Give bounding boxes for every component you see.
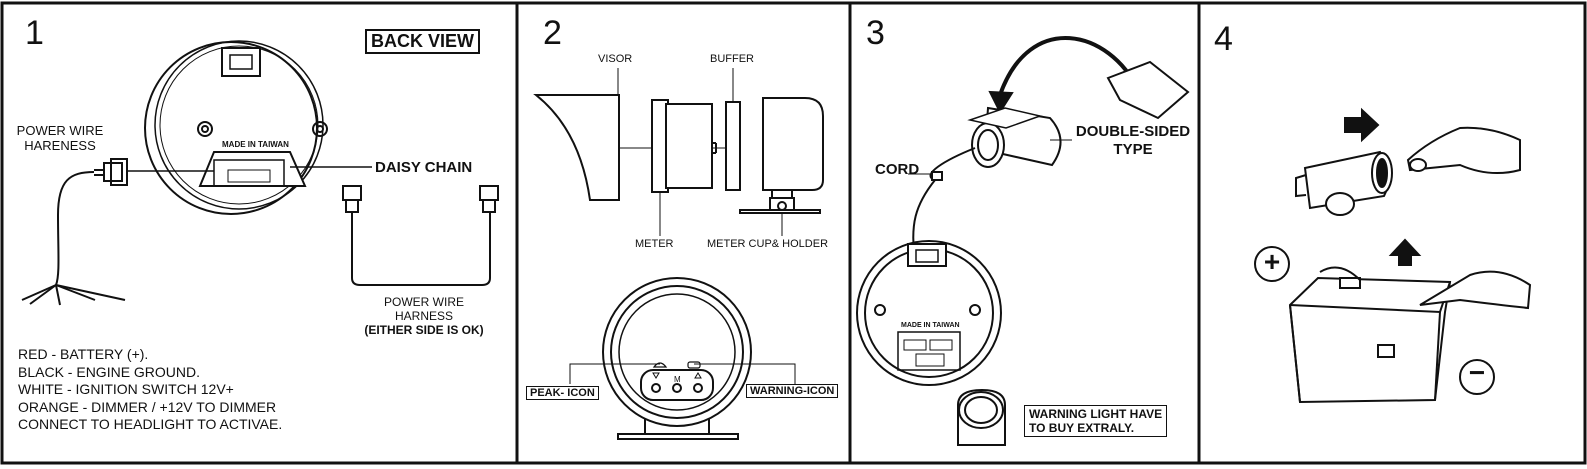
legend-white: WHITE - IGNITION SWITCH 12V+	[18, 381, 234, 397]
power-wire-harness-left	[21, 158, 372, 306]
arrow-icon-right	[1344, 107, 1380, 143]
gauge-back-view-small	[856, 240, 1002, 386]
visor-shape	[533, 94, 620, 201]
panel-number-2: 2	[543, 14, 562, 52]
exploded-meter-view	[533, 68, 824, 236]
legend-black: BLACK - ENGINE GROUND.	[18, 363, 201, 380]
power-wire-left-line1: POWER WIRE	[16, 123, 104, 138]
warning-note-line1: WARNING LIGHT HAVE	[1029, 407, 1163, 421]
peak-icon-label: PEAK- ICON	[526, 386, 599, 400]
front-meter-view	[569, 277, 796, 440]
bulb-install-illustration	[1254, 107, 1532, 404]
plus-circle	[1254, 246, 1290, 282]
panel-number-4: 4	[1214, 20, 1233, 58]
minus-icon: −	[1468, 357, 1486, 388]
panel-number-1: 1	[25, 14, 44, 52]
legend-headlight: CONNECT TO HEADLIGHT TO ACTIVAE.	[18, 416, 283, 432]
battery-shape	[1288, 276, 1452, 404]
wire-color-legend: RED - BATTERY (+). BLACK - ENGINE GROUND…	[18, 346, 282, 434]
power-wire-right-line1: POWER WIRE	[384, 295, 464, 309]
power-wire-right-label: POWER WIRE HARNESS (EITHER SIDE IS OK)	[354, 295, 494, 337]
meter-label: METER	[635, 238, 674, 250]
minus-circle	[1459, 359, 1495, 395]
meter-cup-shape	[762, 97, 824, 191]
warning-note-line2: TO BUY EXTRALY.	[1029, 421, 1135, 435]
plus-icon: +	[1263, 246, 1281, 277]
double-sided-line1: DOUBLE-SIDED	[1075, 123, 1191, 140]
warning-light-note: WARNING LIGHT HAVE TO BUY EXTRALY.	[1024, 405, 1168, 437]
double-sided-tape-label: DOUBLE-SIDED TYPE	[1068, 123, 1198, 159]
power-wire-right-line2: HARNESS	[394, 309, 453, 323]
power-wire-left-line2: HARENESS	[24, 138, 96, 153]
made-in-taiwan-small-label: MADE IN TAIWAN	[901, 322, 960, 329]
back-view-label: BACK VIEW	[365, 29, 480, 54]
legend-orange: ORANGE - DIMMER / +12V TO DIMMER	[18, 398, 277, 415]
legend-red: RED - BATTERY (+).	[18, 346, 149, 362]
power-wire-left-label: POWER WIRE HARENESS	[12, 123, 108, 153]
warning-light-shape	[957, 388, 1006, 446]
made-in-taiwan-label: MADE IN TAIWAN	[222, 140, 289, 149]
arrow-icon-up	[1388, 238, 1422, 266]
either-side-label: (EITHER SIDE IS OK)	[364, 323, 484, 337]
visor-label: VISOR	[598, 53, 633, 65]
power-wire-harness-right	[342, 185, 499, 286]
double-sided-line2: TYPE	[1113, 141, 1153, 158]
meter-cup-holder-label: METER CUP& HOLDER	[707, 238, 829, 250]
mode-button-label: M	[674, 375, 681, 384]
buffer-label: BUFFER	[710, 53, 754, 65]
warning-icon-label: WARNING-ICON	[746, 384, 839, 398]
double-sided-tape-shape	[1106, 60, 1190, 120]
arrow-icon	[988, 90, 1014, 115]
warning-light-assembly	[908, 36, 1190, 261]
gauge-back-view	[144, 40, 328, 215]
buffer-shape	[725, 101, 741, 191]
cord-label: CORD	[875, 161, 920, 178]
daisy-chain-label: DAISY CHAIN	[375, 159, 473, 176]
panel-number-3: 3	[866, 14, 885, 52]
